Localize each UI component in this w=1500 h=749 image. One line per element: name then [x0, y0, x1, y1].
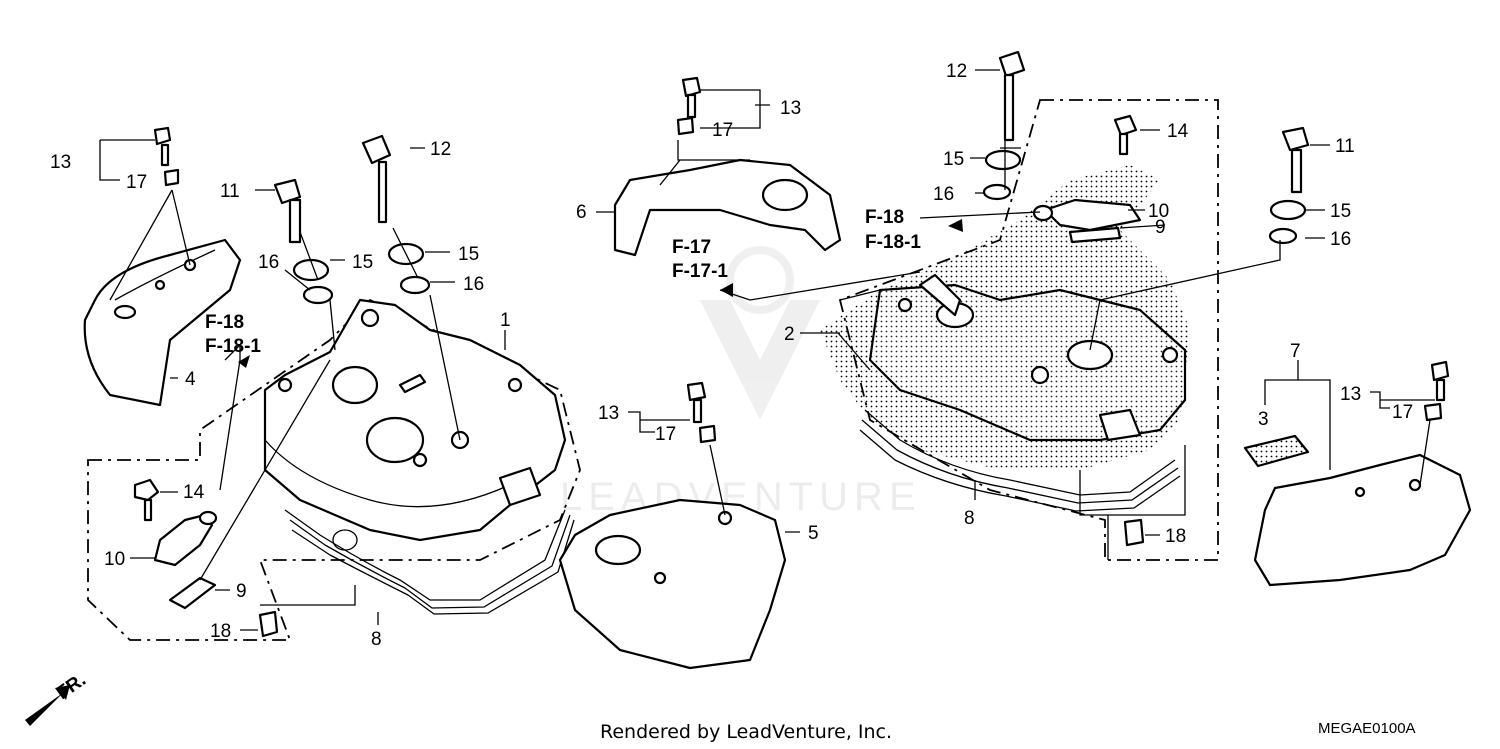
left-leader-lines — [99, 139, 506, 631]
part-1-head-cover — [263, 298, 567, 542]
callout-12: 12 — [430, 139, 451, 160]
callout-11: 11 — [220, 181, 240, 202]
callout-5: 5 — [808, 523, 819, 544]
part-5-cover — [558, 498, 787, 670]
ref-f18-left: F-18 — [205, 312, 244, 333]
ref-f18-1-right: F-18-1 — [865, 232, 921, 253]
callout-8: 8 — [964, 508, 975, 529]
callout-13: 13 — [780, 98, 801, 119]
diagram-code: MEGAE0100A — [1318, 720, 1416, 737]
callout-7: 7 — [1290, 341, 1301, 362]
callout-13: 13 — [50, 152, 71, 173]
callout-9: 9 — [236, 581, 247, 602]
callout-16: 16 — [463, 274, 484, 295]
part-18-dowel — [258, 610, 279, 638]
callout-12: 12 — [946, 61, 967, 82]
callout-3: 3 — [1258, 409, 1269, 430]
callout-18: 18 — [210, 621, 231, 642]
callout-9: 9 — [1155, 217, 1166, 238]
callout-11: 11 — [1335, 136, 1355, 157]
front-arrow-icon: FR. — [25, 669, 90, 726]
part-11-bolt-left — [273, 178, 302, 244]
part-12-bolt-left — [361, 134, 392, 224]
part-13-17-bolt-right — [1423, 360, 1450, 422]
part-7-cover — [1253, 453, 1472, 587]
part-15-grommet-left — [292, 242, 425, 282]
part-12-bolt-right — [998, 50, 1026, 142]
ref-f17-1-center: F-17-1 — [672, 261, 728, 282]
part-13-17-bolt-left — [153, 126, 180, 187]
part-6-cover — [613, 158, 842, 257]
part-14-bolt — [133, 478, 160, 522]
part-16-washer-left — [302, 275, 431, 305]
ref-f18-1-left: F-18-1 — [205, 336, 261, 357]
callout-15: 15 — [943, 149, 964, 170]
part-3-pad — [1243, 434, 1310, 468]
callout-15: 15 — [1330, 201, 1351, 222]
center-leader-lines — [596, 89, 921, 533]
ref-f17-center: F-17 — [672, 237, 711, 258]
right-leader-lines — [800, 69, 1435, 560]
part-11-bolt-right — [1281, 126, 1310, 194]
front-label: FR. — [53, 669, 90, 704]
watermark-logo — [700, 246, 820, 420]
callout-18: 18 — [1165, 526, 1186, 547]
callout-labels: 13 17 11 12 15 16 15 16 4 1 14 10 9 18 8… — [50, 61, 1413, 650]
part-4-cover — [83, 238, 242, 407]
callout-10: 10 — [104, 549, 125, 570]
callout-1: 1 — [500, 310, 511, 331]
part-8-gasket — [284, 509, 575, 615]
ref-f18-right: F-18 — [865, 207, 904, 228]
part-2-head-cover — [820, 165, 1190, 470]
callout-13: 13 — [598, 403, 619, 424]
callout-16: 16 — [1330, 229, 1351, 250]
callout-17: 17 — [655, 424, 676, 445]
callout-17: 17 — [126, 172, 147, 193]
callout-14: 14 — [183, 482, 205, 503]
callout-4: 4 — [185, 369, 196, 390]
left-assembly-outline — [87, 298, 581, 641]
callout-16: 16 — [933, 184, 954, 205]
callout-16: 16 — [258, 252, 279, 273]
callout-6: 6 — [576, 202, 587, 223]
callout-17: 17 — [712, 120, 733, 141]
part-10-breather — [153, 510, 218, 567]
callout-15: 15 — [458, 244, 479, 265]
part-13-17-bolt-center-low — [686, 381, 717, 444]
part-13-17-bolt-center-top — [676, 76, 702, 136]
callout-15: 15 — [352, 252, 373, 273]
footer-credit: Rendered by LeadVenture, Inc. — [600, 721, 892, 743]
callout-17: 17 — [1392, 402, 1413, 423]
part-9-seal-right — [1068, 226, 1122, 244]
part-9-seal — [168, 576, 217, 610]
callout-8: 8 — [371, 629, 382, 650]
part-15-16-right — [982, 149, 1307, 245]
reference-labels: F-18 F-18-1 F-17 F-17-1 F-18 F-18-1 — [205, 207, 921, 368]
callout-14: 14 — [1167, 121, 1189, 142]
part-18-dowel-right — [1123, 518, 1145, 547]
part-14-bolt-right — [1113, 114, 1138, 156]
callout-13: 13 — [1340, 384, 1361, 405]
callout-10: 10 — [1148, 201, 1169, 222]
part-10-breather-right — [1032, 198, 1142, 232]
callout-2: 2 — [784, 324, 795, 345]
part-8-gasket-right — [859, 409, 1181, 512]
